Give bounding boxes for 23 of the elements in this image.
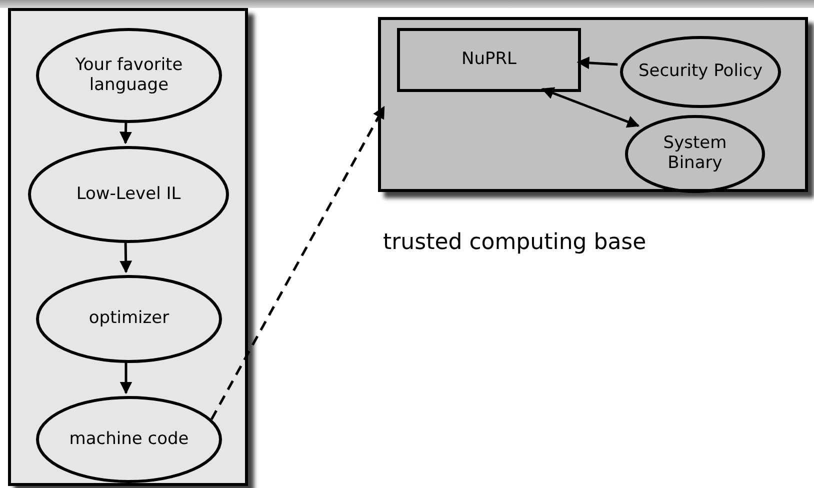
- ellipse-node: [36, 275, 222, 363]
- arrow: [120, 360, 132, 394]
- arrow: [120, 240, 132, 274]
- node-label: optimizer: [88, 309, 170, 329]
- node-label: Low-Level IL: [76, 184, 181, 204]
- node-label: System Binary: [662, 134, 728, 174]
- process-box: [397, 28, 581, 92]
- panel: [8, 8, 248, 486]
- node-label: machine code: [69, 430, 189, 450]
- ellipse-node: [36, 396, 222, 483]
- ellipse-node: [28, 146, 229, 243]
- arrow: [541, 87, 640, 128]
- node-label: trusted computing base: [383, 230, 646, 255]
- arrow: [210, 106, 386, 420]
- panel: [378, 17, 808, 192]
- node-label: Your favorite language: [74, 56, 184, 96]
- ellipse-node: [620, 36, 781, 108]
- node-label: Security Policy: [638, 62, 763, 82]
- arrow: [120, 120, 132, 144]
- ellipse-node: [36, 28, 222, 123]
- arrow: [576, 56, 618, 70]
- ellipse-node: [625, 115, 765, 193]
- node-label: NuPRL: [461, 50, 517, 70]
